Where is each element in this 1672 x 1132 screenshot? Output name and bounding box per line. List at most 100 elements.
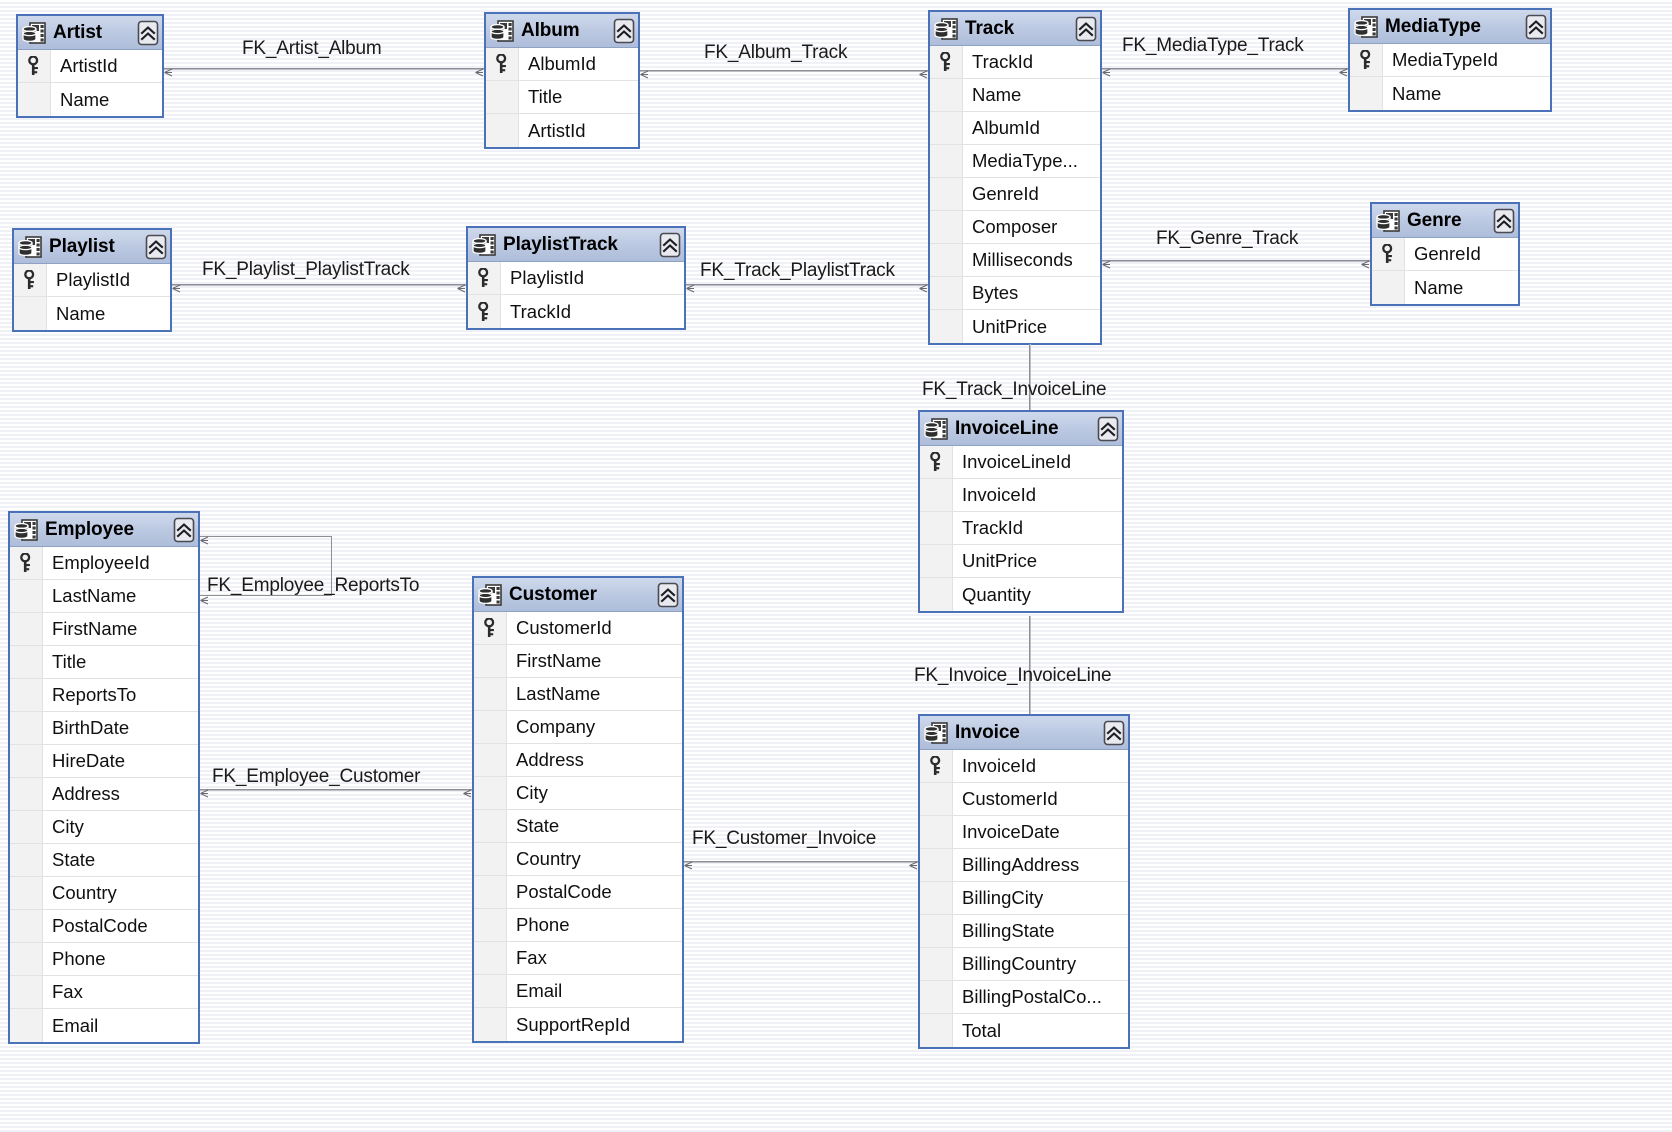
column-row[interactable]: Fax	[474, 942, 682, 975]
column-row[interactable]: BillingPostalCo...	[920, 981, 1128, 1014]
column-row[interactable]: PlaylistId	[468, 262, 684, 295]
column-row[interactable]: CustomerId	[920, 783, 1128, 816]
collapse-chevron-icon[interactable]	[613, 18, 635, 44]
column-row[interactable]: Country	[474, 843, 682, 876]
column-row[interactable]: Title	[10, 646, 198, 679]
table-header-employee[interactable]: Employee	[10, 513, 198, 547]
column-row[interactable]: TrackId	[468, 295, 684, 328]
column-row[interactable]: BirthDate	[10, 712, 198, 745]
collapse-chevron-icon[interactable]	[145, 234, 167, 260]
column-row[interactable]: GenreId	[1372, 238, 1518, 271]
relationship-line-fk-playlist-playlisttrack[interactable]	[172, 284, 466, 286]
column-row[interactable]: Quantity	[920, 578, 1122, 611]
column-row[interactable]: AlbumId	[930, 112, 1100, 145]
column-row[interactable]: LastName	[10, 580, 198, 613]
relationship-line-fk-track-invoiceline[interactable]	[1029, 344, 1031, 410]
column-row[interactable]: GenreId	[930, 178, 1100, 211]
collapse-chevron-icon[interactable]	[137, 20, 159, 46]
collapse-chevron-icon[interactable]	[659, 232, 681, 258]
column-row[interactable]: LastName	[474, 678, 682, 711]
column-row[interactable]: Total	[920, 1014, 1128, 1047]
relationship-line-fk-employee-customer[interactable]	[200, 789, 472, 791]
table-header-mediatype[interactable]: MediaType	[1350, 10, 1550, 44]
column-row[interactable]: Address	[474, 744, 682, 777]
column-row[interactable]: Phone	[10, 943, 198, 976]
table-header-playlisttrack[interactable]: PlaylistTrack	[468, 228, 684, 262]
column-row[interactable]: CustomerId	[474, 612, 682, 645]
column-row[interactable]: UnitPrice	[920, 545, 1122, 578]
column-row[interactable]: EmployeeId	[10, 547, 198, 580]
column-row[interactable]: Composer	[930, 211, 1100, 244]
column-row[interactable]: City	[10, 811, 198, 844]
column-row[interactable]: InvoiceId	[920, 479, 1122, 512]
column-row[interactable]: BillingState	[920, 915, 1128, 948]
column-row[interactable]: PostalCode	[10, 910, 198, 943]
column-row[interactable]: Country	[10, 877, 198, 910]
collapse-chevron-icon[interactable]	[173, 517, 195, 543]
relationship-line-fk-album-track[interactable]	[640, 70, 928, 72]
collapse-chevron-icon[interactable]	[657, 582, 679, 608]
column-row[interactable]: Address	[10, 778, 198, 811]
column-row[interactable]: Email	[10, 1009, 198, 1042]
column-row[interactable]: InvoiceLineId	[920, 446, 1122, 479]
column-row[interactable]: BillingAddress	[920, 849, 1128, 882]
relationship-line-fk-mediatype-track[interactable]	[1102, 68, 1348, 70]
column-row[interactable]: ArtistId	[18, 50, 162, 83]
relationship-line-fk-employee-reportsto[interactable]	[200, 536, 332, 596]
column-row[interactable]: City	[474, 777, 682, 810]
column-row[interactable]: Name	[1350, 77, 1550, 110]
collapse-chevron-icon[interactable]	[1525, 14, 1547, 40]
column-row[interactable]: BillingCity	[920, 882, 1128, 915]
column-row[interactable]: TrackId	[930, 46, 1100, 79]
relationship-line-fk-track-playlisttrack[interactable]	[686, 284, 928, 286]
column-row[interactable]: ReportsTo	[10, 679, 198, 712]
column-row[interactable]: TrackId	[920, 512, 1122, 545]
column-row[interactable]: ArtistId	[486, 114, 638, 147]
column-row[interactable]: AlbumId	[486, 48, 638, 81]
collapse-chevron-icon[interactable]	[1097, 416, 1119, 442]
column-row[interactable]: FirstName	[10, 613, 198, 646]
column-row[interactable]: PostalCode	[474, 876, 682, 909]
table-header-customer[interactable]: Customer	[474, 578, 682, 612]
collapse-chevron-icon[interactable]	[1075, 16, 1097, 42]
column-row[interactable]: Name	[14, 297, 170, 330]
relationship-line-fk-genre-track[interactable]	[1102, 260, 1370, 262]
column-row[interactable]: Email	[474, 975, 682, 1008]
column-row[interactable]: MediaTypeId	[1350, 44, 1550, 77]
column-row[interactable]: BillingCountry	[920, 948, 1128, 981]
table-header-track[interactable]: Track	[930, 12, 1100, 46]
relationship-line-fk-artist-album[interactable]	[164, 68, 484, 70]
table-header-album[interactable]: Album	[486, 14, 638, 48]
relationship-line-fk-customer-invoice[interactable]	[684, 861, 918, 863]
collapse-chevron-icon[interactable]	[1103, 720, 1125, 746]
column-row[interactable]: Bytes	[930, 277, 1100, 310]
table-header-invoiceline[interactable]: InvoiceLine	[920, 412, 1122, 446]
column-row[interactable]: PlaylistId	[14, 264, 170, 297]
column-row[interactable]: InvoiceDate	[920, 816, 1128, 849]
column-row[interactable]: Milliseconds	[930, 244, 1100, 277]
column-row[interactable]: Company	[474, 711, 682, 744]
table-header-artist[interactable]: Artist	[18, 16, 162, 50]
table-header-invoice[interactable]: Invoice	[920, 716, 1128, 750]
column-row[interactable]: Name	[18, 83, 162, 116]
column-row[interactable]: Name	[1372, 271, 1518, 304]
table-header-playlist[interactable]: Playlist	[14, 230, 170, 264]
column-row[interactable]: State	[10, 844, 198, 877]
table-header-genre[interactable]: Genre	[1372, 204, 1518, 238]
column-row[interactable]: FirstName	[474, 645, 682, 678]
column-row[interactable]: HireDate	[10, 745, 198, 778]
relationship-line-fk-invoice-invoiceline[interactable]	[1029, 616, 1031, 714]
column-row[interactable]: MediaType...	[930, 145, 1100, 178]
column-row[interactable]: InvoiceId	[920, 750, 1128, 783]
